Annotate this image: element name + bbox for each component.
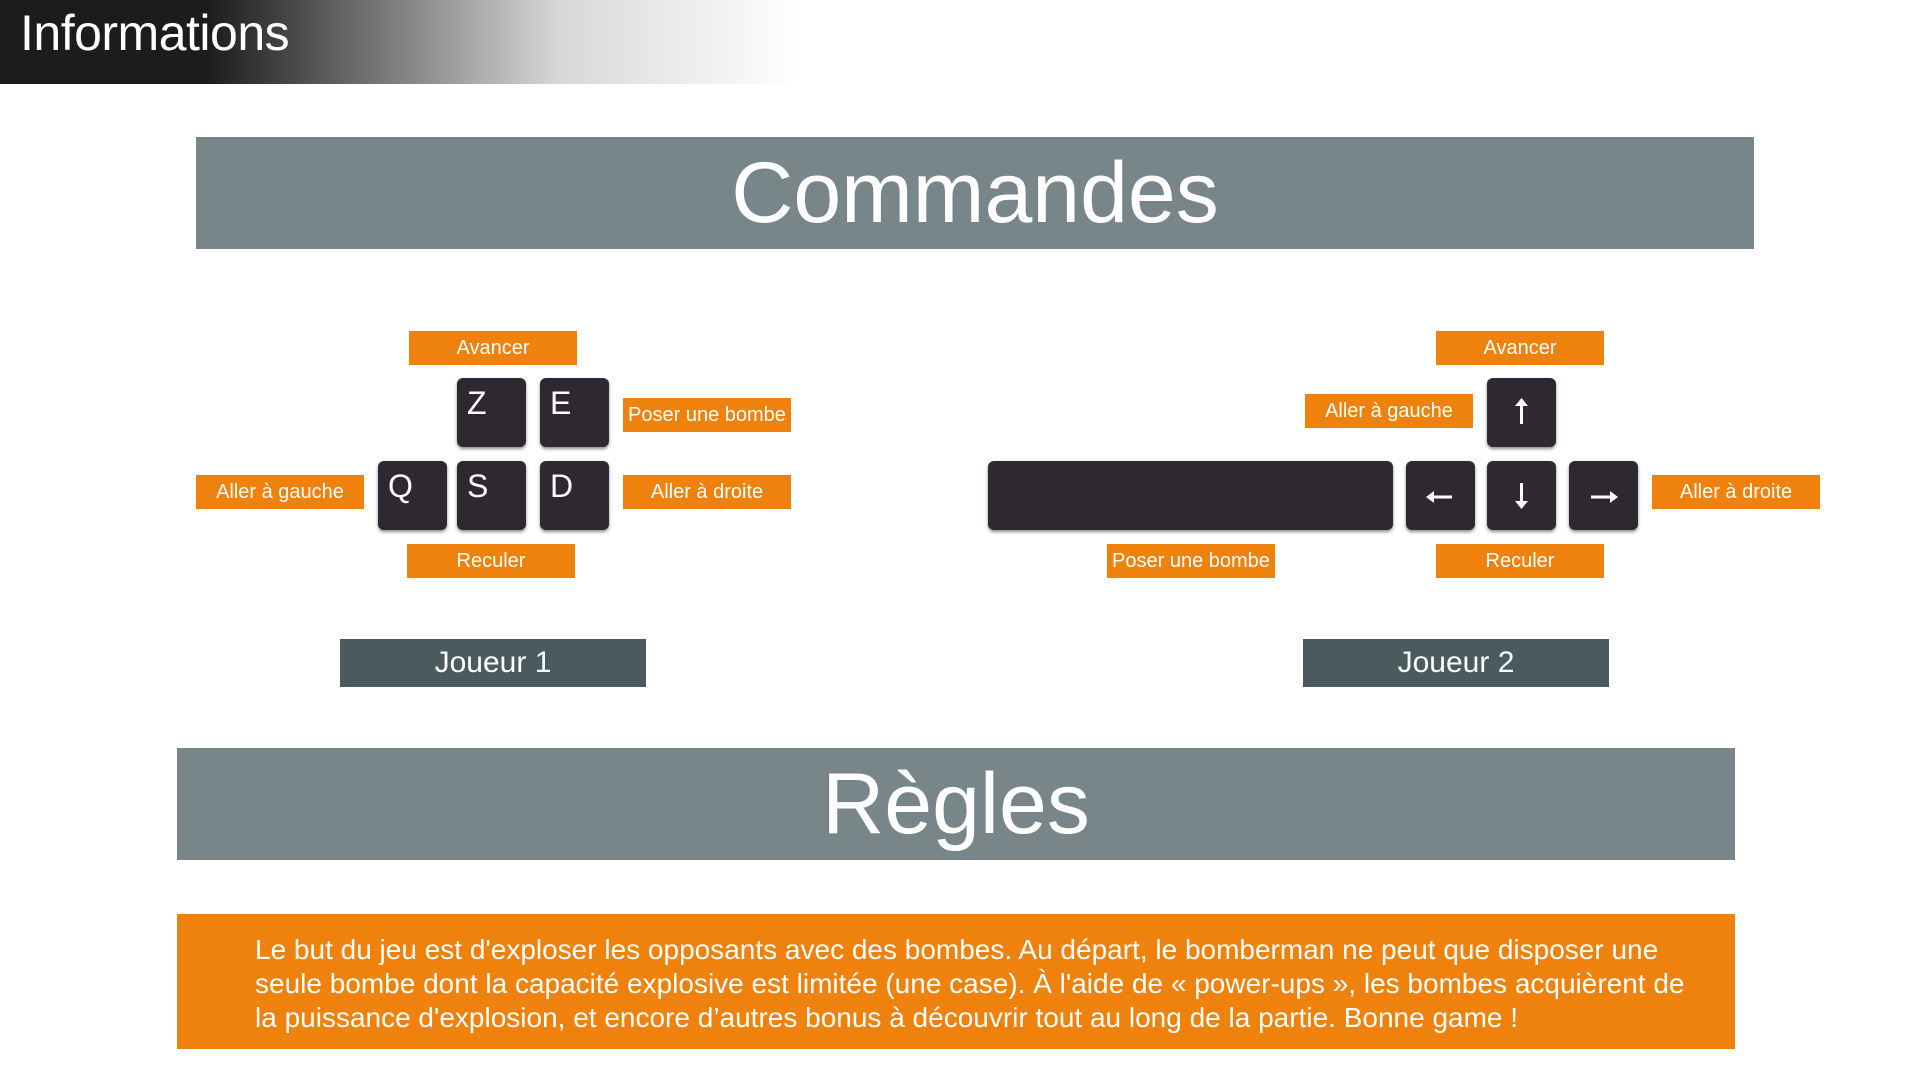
spacebar-key <box>988 461 1393 530</box>
commands-banner: Commandes <box>196 137 1754 249</box>
rules-text: Le but du jeu est d'exploser les opposan… <box>255 934 1685 1033</box>
page-title: Informations <box>20 5 290 61</box>
key-d-label: D <box>550 468 574 504</box>
p1-label-left: Aller à gauche <box>196 475 364 509</box>
p1-label-forward: Avancer <box>409 331 577 365</box>
header-bar <box>0 0 800 84</box>
key-d: D <box>540 461 609 530</box>
arrow-right-icon <box>1591 491 1618 503</box>
key-z: Z <box>457 378 526 447</box>
rules-banner: Règles <box>177 748 1735 860</box>
key-arrow-right <box>1569 461 1638 530</box>
player1-plate: Joueur 1 <box>340 639 646 687</box>
key-q-label: Q <box>388 468 413 504</box>
rules-box: Le but du jeu est d'exploser les opposan… <box>177 914 1735 1049</box>
p1-label-right: Aller à droite <box>623 475 791 509</box>
p2-label-left: Aller à gauche <box>1305 394 1473 428</box>
key-s-label: S <box>467 468 489 504</box>
p2-label-forward: Avancer <box>1436 331 1604 365</box>
key-arrow-down <box>1487 461 1556 530</box>
key-e-label: E <box>550 385 572 421</box>
p1-label-bomb: Poser une bombe <box>623 398 791 432</box>
arrow-left-icon <box>1426 491 1452 503</box>
p1-label-back: Reculer <box>407 544 575 578</box>
arrow-down-icon <box>1515 483 1528 509</box>
p2-label-right: Aller à droite <box>1652 475 1820 509</box>
arrow-up-icon <box>1515 398 1528 424</box>
key-arrow-up <box>1487 378 1556 447</box>
key-s: S <box>457 461 526 530</box>
key-e: E <box>540 378 609 447</box>
player2-plate: Joueur 2 <box>1303 639 1609 687</box>
p2-label-back: Reculer <box>1436 544 1604 578</box>
p2-label-bomb: Poser une bombe <box>1107 544 1275 578</box>
key-z-label: Z <box>467 385 487 421</box>
key-arrow-left <box>1406 461 1475 530</box>
key-q: Q <box>378 461 447 530</box>
